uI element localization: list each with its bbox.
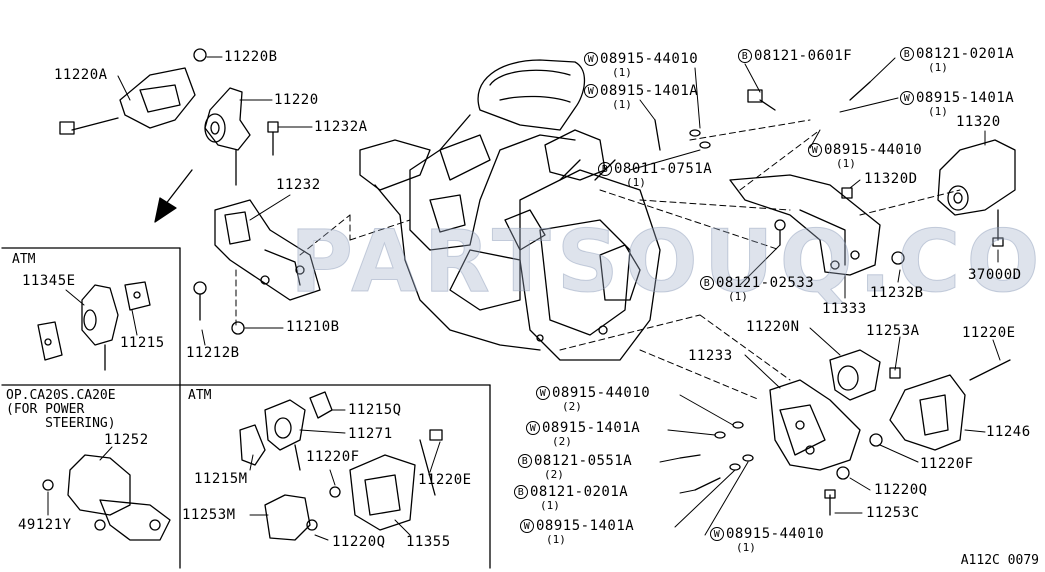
part-label-11253C[interactable]: 11253C: [866, 505, 920, 521]
fastener-qty: (1): [928, 61, 948, 74]
part-label-11215Q[interactable]: 11215Q: [348, 402, 402, 418]
inset-header-power-steering: OP.CA20S.CA20E (FOR POWER STEERING): [6, 388, 116, 431]
washer-mark-icon: W: [584, 52, 598, 66]
fastener-qty: (2): [562, 400, 582, 413]
guide-lines: [235, 119, 961, 401]
bracket-11232: [193, 199, 321, 335]
fastener-qty: (1): [612, 66, 632, 79]
part-label-11345E[interactable]: 11345E: [22, 273, 76, 289]
washer-mark-icon: W: [710, 527, 724, 541]
leader-lines: [47, 56, 1001, 541]
fastener-qty: (1): [736, 541, 756, 554]
fastener-qty: (1): [612, 98, 632, 111]
part-label-11320[interactable]: 11320: [956, 114, 1001, 130]
part-label-11215[interactable]: 11215: [120, 335, 165, 351]
fastener-qty: (1): [928, 105, 948, 118]
fastener-qty: (1): [540, 499, 560, 512]
part-label-11253M[interactable]: 11253M: [182, 507, 236, 523]
part-label-11210B[interactable]: 11210B: [286, 319, 340, 335]
atm-inset2-parts: [239, 391, 443, 541]
part-label-11220E-right[interactable]: 11220E: [962, 325, 1016, 341]
part-label-11252[interactable]: 11252: [104, 432, 149, 448]
part-label-11320D[interactable]: 11320D: [864, 171, 918, 187]
inset-header-atm-2: ATM: [188, 388, 212, 403]
part-label-49121Y[interactable]: 49121Y: [18, 517, 72, 533]
part-label-11220F-right[interactable]: 11220F: [920, 456, 974, 472]
fastener-qty: (1): [546, 533, 566, 546]
atm-inset-parts: [37, 281, 151, 371]
lower-mount-assembly: [679, 349, 1011, 516]
part-label-11232[interactable]: 11232: [276, 177, 321, 193]
bolt-mark-icon: B: [598, 162, 612, 176]
part-label-11271[interactable]: 11271: [348, 426, 393, 442]
fastener-qty: (2): [544, 468, 564, 481]
bolt-mark-icon: B: [700, 276, 714, 290]
part-label-11253A[interactable]: 11253A: [866, 323, 920, 339]
watermark: PARTSOUQ.COM: [289, 212, 1045, 313]
bolt-mark-icon: B: [514, 485, 528, 499]
washer-mark-icon: W: [520, 519, 534, 533]
fastener-qty: (1): [728, 290, 748, 303]
inset-header-atm: ATM: [12, 252, 36, 267]
bolt-mark-icon: B: [738, 49, 752, 63]
part-label-11233[interactable]: 11233: [688, 348, 733, 364]
bolt-mark-icon: B: [518, 454, 532, 468]
part-label-11246[interactable]: 11246: [986, 424, 1031, 440]
washer-mark-icon: W: [900, 91, 914, 105]
front-mount-assembly: [59, 48, 279, 186]
part-label-11220Q-left[interactable]: 11220Q: [332, 534, 386, 550]
washer-mark-icon: W: [808, 143, 822, 157]
diagram-code: A112C 0079: [960, 553, 1039, 568]
washer-mark-icon: W: [584, 84, 598, 98]
part-label-11220N[interactable]: 11220N: [746, 319, 800, 335]
part-label-11220E-left[interactable]: 11220E: [418, 472, 472, 488]
part-label-11355[interactable]: 11355: [406, 534, 451, 550]
fastener-qty: (1): [836, 157, 856, 170]
washer-mark-icon: W: [536, 386, 550, 400]
part-label-11333[interactable]: 11333: [822, 301, 867, 317]
washer-mark-icon: W: [526, 421, 540, 435]
part-label-11232A[interactable]: 11232A: [314, 119, 368, 135]
part-label-11220[interactable]: 11220: [274, 92, 319, 108]
inset-frames: [1, 247, 491, 569]
part-label-11232B[interactable]: 11232B: [870, 285, 924, 301]
part-label-11220Q-right[interactable]: 11220Q: [874, 482, 928, 498]
direction-arrow: [154, 169, 193, 223]
power-steering-inset-parts: [42, 454, 171, 541]
rear-mount-assembly: [654, 81, 1016, 276]
fastener-qty: (2): [552, 435, 572, 448]
part-label-11220F-left[interactable]: 11220F: [306, 449, 360, 465]
fastener-qty: (1): [626, 176, 646, 189]
bolt-mark-icon: B: [900, 47, 914, 61]
part-label-11220B[interactable]: 11220B: [224, 49, 278, 65]
part-label-37000D[interactable]: 37000D: [968, 267, 1022, 283]
part-label-11215M[interactable]: 11215M: [194, 471, 248, 487]
part-label-11220A[interactable]: 11220A: [54, 67, 108, 83]
part-label-11212B[interactable]: 11212B: [186, 345, 240, 361]
